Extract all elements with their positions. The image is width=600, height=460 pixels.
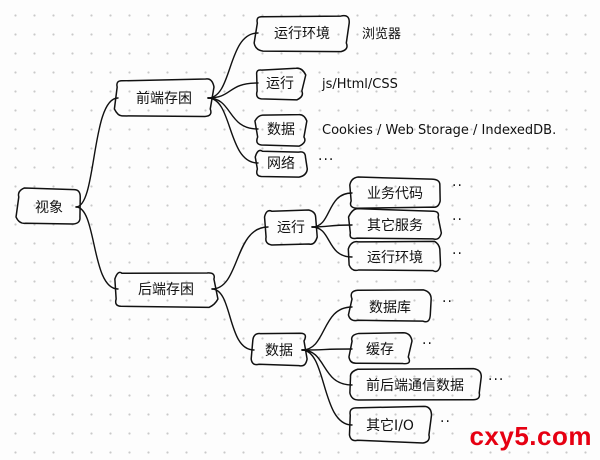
note-env: ·· [452, 246, 463, 262]
node-box-be-run [263, 209, 318, 246]
node-label-backend: 后端存困 [138, 282, 194, 298]
node-label-be-env: 运行环境 [367, 250, 423, 266]
node-label-be-other-svc: 其它服务 [367, 217, 423, 234]
edge-root-to-frontend [75, 97, 119, 208]
node-box-be-data [250, 332, 308, 367]
node-box-be-db [347, 289, 432, 323]
node-box-fe-env [253, 14, 350, 53]
node-label-fe-net: 网络 [267, 156, 295, 172]
node-label-be-data: 数据 [265, 343, 293, 359]
node-label-frontend: 前端存困 [136, 90, 192, 107]
edge-backend-to-be-run [211, 226, 269, 290]
note-io: ·· [440, 414, 451, 430]
node-box-be-env [347, 240, 442, 273]
node-box-be-other-svc [347, 207, 443, 240]
node-label-root: 视象 [35, 200, 63, 216]
note-biz: ·· [452, 178, 463, 194]
node-box-backend [114, 271, 219, 309]
note-browser: 浏览器 [362, 26, 401, 42]
node-label-be-fb: 前后端通信数据 [366, 377, 464, 394]
node-label-fe-data: 数据 [267, 122, 295, 138]
edges-layer [75, 32, 353, 426]
note-net: ··· [318, 152, 334, 168]
note-cache: ·· [422, 336, 433, 352]
edge-be-data-to-be-db [301, 306, 353, 351]
note-js: js/Html/CSS [321, 77, 398, 92]
edge-backend-to-be-data [211, 288, 255, 351]
node-box-fe-run [255, 67, 307, 101]
nodes-layer [15, 14, 482, 444]
edge-frontend-to-fe-run [207, 82, 259, 99]
watermark-logo: cxy5.com [469, 421, 592, 451]
node-box-be-biz [349, 176, 441, 209]
note-other-svc: ·· [452, 212, 463, 228]
edge-frontend-to-fe-data [207, 97, 259, 130]
node-box-be-fb [349, 367, 482, 401]
node-label-be-cache: 缓存 [366, 342, 394, 358]
edge-be-data-to-be-io [301, 349, 353, 426]
note-db: ·· [442, 294, 453, 310]
node-label-fe-env: 运行环境 [274, 26, 330, 42]
edge-frontend-to-fe-env [207, 32, 259, 99]
node-box-fe-net [254, 149, 309, 178]
edge-root-to-backend [75, 206, 119, 290]
node-label-be-io: 其它I/O [366, 417, 414, 434]
edge-be-run-to-be-env [311, 226, 353, 258]
edge-frontend-to-fe-net [207, 97, 259, 164]
node-label-fe-run: 运行 [266, 76, 294, 92]
node-label-be-run: 运行 [277, 220, 305, 236]
note-fb: ··· [488, 372, 504, 388]
node-label-be-db: 数据库 [369, 300, 411, 316]
node-box-be-io [348, 405, 433, 444]
note-storage: Cookies / Web Storage / IndexedDB. [322, 123, 556, 138]
node-box-frontend [113, 78, 215, 118]
edge-be-run-to-be-biz [311, 192, 353, 228]
edge-be-data-to-be-fb [301, 349, 353, 386]
node-label-be-biz: 业务代码 [367, 186, 423, 202]
labels-layer: 视象前端存困运行环境运行数据网络后端存困运行业务代码其它服务运行环境数据数据库缓… [35, 26, 556, 434]
node-box-root [15, 187, 81, 225]
node-box-be-cache [348, 331, 413, 365]
node-box-fe-data [254, 113, 308, 147]
